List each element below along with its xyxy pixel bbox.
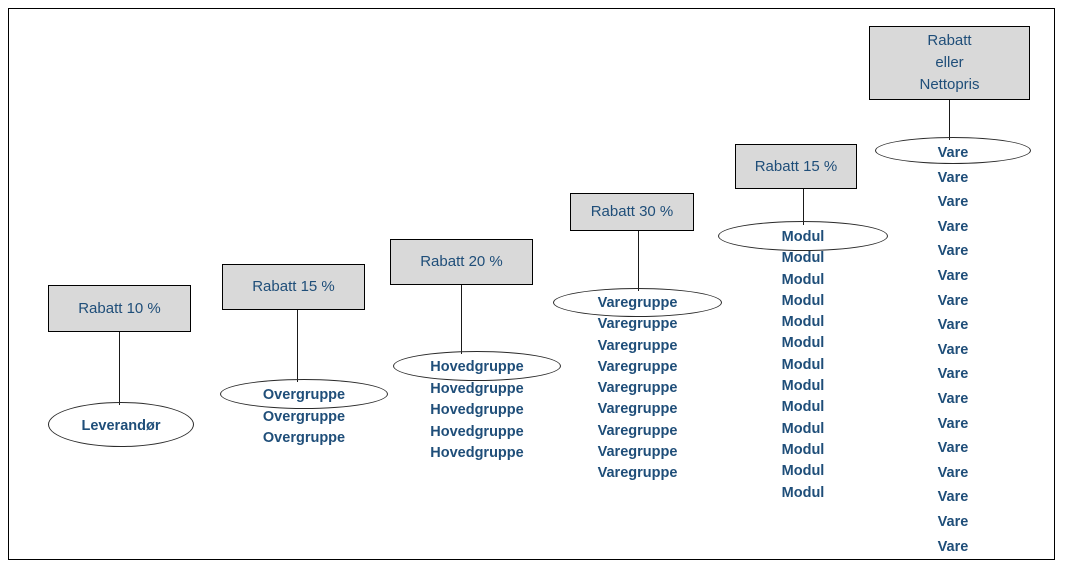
list-item: Hovedgruppe	[430, 445, 524, 461]
entity-list-vare: Vare Vare Vare Vare Vare Vare Vare Vare …	[875, 141, 1031, 559]
entity-list-leverandor: Leverandør	[48, 415, 194, 437]
discount-box-varegruppe[interactable]: Rabatt 30 %	[570, 193, 694, 231]
list-item: Modul	[781, 229, 825, 245]
list-item: Varegruppe	[597, 422, 678, 439]
list-item: Leverandør	[81, 418, 161, 434]
list-item: Modul	[781, 335, 825, 352]
list-item: Varegruppe	[597, 358, 678, 375]
connector-line-varegruppe	[638, 231, 639, 291]
list-item: Modul	[781, 378, 825, 395]
list-item: Modul	[781, 441, 825, 458]
discount-box-leverandor[interactable]: Rabatt 10 %	[48, 285, 191, 332]
entity-list-varegruppe: Varegruppe Varegruppe Varegruppe Varegru…	[553, 293, 722, 485]
list-item: Vare	[937, 538, 969, 555]
list-item: Vare	[937, 145, 969, 161]
list-item: Vare	[937, 390, 969, 407]
connector-line-hovedgruppe	[461, 285, 462, 354]
list-item: Overgruppe	[262, 387, 346, 403]
list-item: Vare	[937, 292, 969, 309]
list-item: Vare	[937, 489, 969, 506]
list-item: Overgruppe	[262, 408, 346, 425]
list-item: Modul	[781, 399, 825, 416]
list-item: Vare	[937, 464, 969, 481]
diagram-frame	[8, 8, 1055, 560]
list-item: Modul	[781, 292, 825, 309]
list-item: Vare	[937, 513, 969, 530]
list-item: Overgruppe	[262, 430, 346, 446]
list-item: Vare	[937, 169, 969, 186]
entity-list-hovedgruppe: Hovedgruppe Hovedgruppe Hovedgruppe Hove…	[393, 357, 561, 465]
connector-line-leverandor	[119, 332, 120, 405]
list-item: Hovedgruppe	[430, 402, 524, 418]
list-item: Hovedgruppe	[430, 380, 524, 397]
list-item: Vare	[937, 415, 969, 432]
list-item: Varegruppe	[597, 465, 678, 482]
list-item: Modul	[781, 314, 825, 331]
entity-list-modul: Modul Modul Modul Modul Modul Modul Modu…	[718, 227, 888, 504]
list-item: Vare	[937, 267, 969, 284]
list-item: Varegruppe	[597, 316, 678, 333]
list-item: Modul	[781, 420, 825, 437]
list-item: Vare	[937, 243, 969, 260]
list-item: Modul	[781, 356, 825, 373]
list-item: Vare	[937, 194, 969, 211]
list-item: Varegruppe	[597, 337, 678, 354]
list-item: Vare	[937, 366, 969, 383]
list-item: Hovedgruppe	[430, 423, 524, 440]
list-item: Modul	[781, 271, 825, 288]
connector-line-modul	[803, 189, 804, 225]
list-item: Vare	[937, 218, 969, 235]
discount-box-overgruppe[interactable]: Rabatt 15 %	[222, 264, 365, 310]
discount-box-modul[interactable]: Rabatt 15 %	[735, 144, 857, 189]
entity-list-overgruppe: Overgruppe Overgruppe Overgruppe	[220, 385, 388, 450]
list-item: Varegruppe	[597, 401, 678, 418]
list-item: Modul	[781, 484, 825, 501]
discount-box-hovedgruppe[interactable]: Rabatt 20 %	[390, 239, 533, 285]
list-item: Varegruppe	[597, 444, 678, 461]
discount-box-vare[interactable]: Rabatt eller Nettopris	[869, 26, 1030, 100]
list-item: Hovedgruppe	[430, 359, 524, 375]
list-item: Varegruppe	[597, 295, 678, 311]
connector-line-vare	[949, 100, 950, 140]
list-item: Modul	[781, 463, 825, 480]
list-item: Modul	[781, 250, 825, 267]
list-item: Vare	[937, 440, 969, 457]
list-item: Varegruppe	[597, 380, 678, 397]
list-item: Vare	[937, 317, 969, 334]
list-item: Vare	[937, 341, 969, 358]
connector-line-overgruppe	[297, 310, 298, 382]
